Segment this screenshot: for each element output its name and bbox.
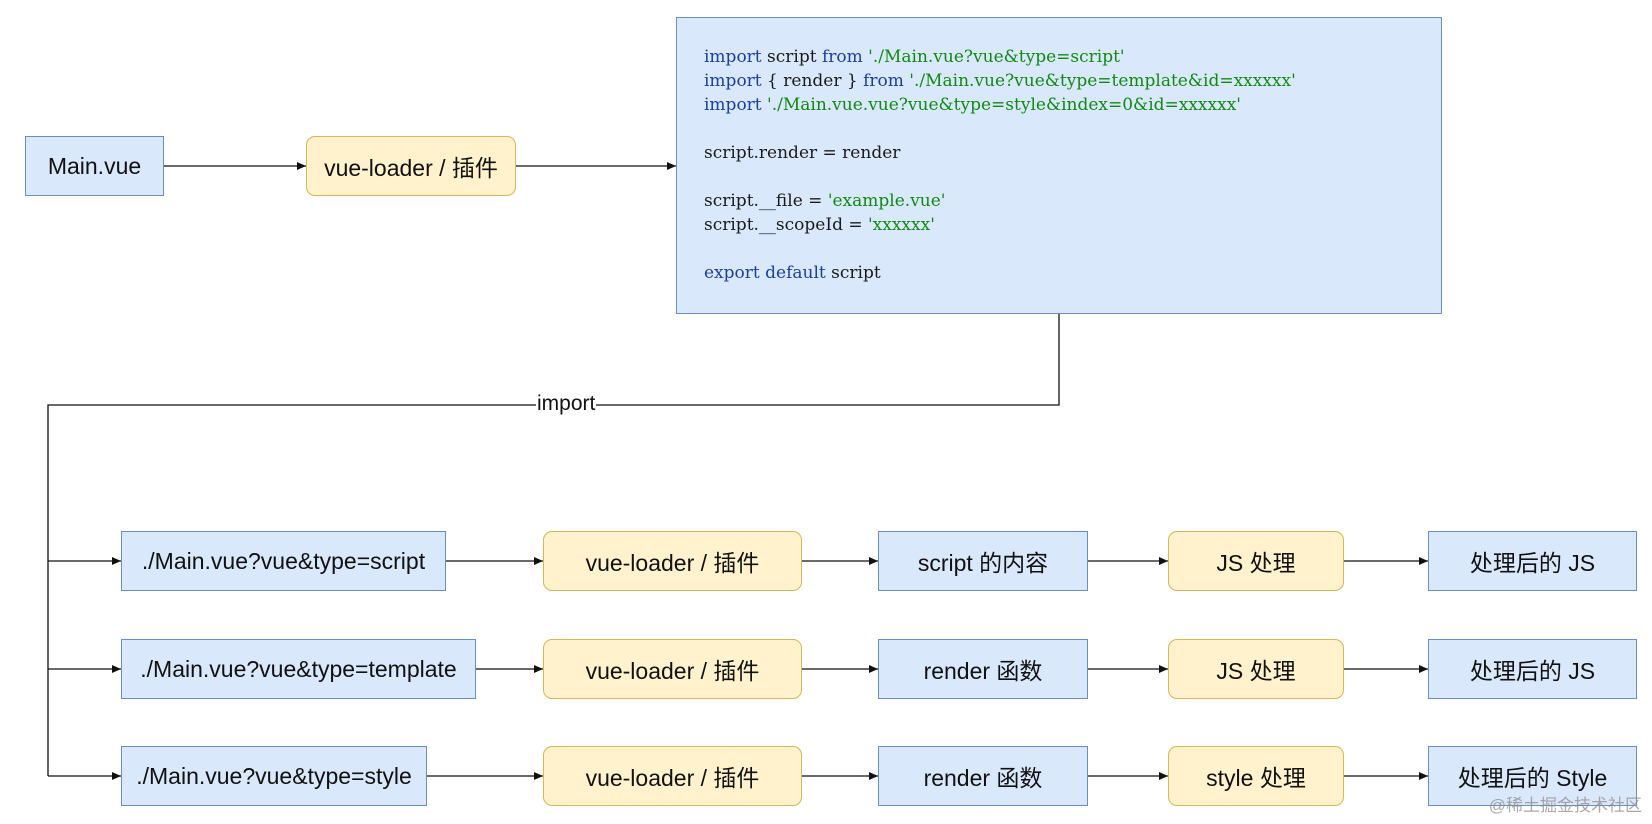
- code-keyword: from: [821, 47, 863, 67]
- code-keyword: import: [704, 71, 762, 91]
- code-text: script.render = render: [704, 143, 901, 163]
- code-keyword: import: [704, 47, 762, 67]
- code-text: script.__scopeId =: [704, 215, 868, 235]
- watermark: @稀土掘金技术社区: [1488, 796, 1642, 815]
- code-string: './Main.vue?vue&type=script': [862, 47, 1125, 67]
- style-process-node: style 处理: [1168, 746, 1344, 806]
- processed-js-node-2: 处理后的 JS: [1428, 639, 1637, 699]
- render-function-node-2: render 函数: [878, 746, 1088, 806]
- code-keyword: from: [863, 71, 904, 91]
- code-string: './Main.vue.vue?vue&type=style&index=0&i…: [761, 95, 1241, 115]
- template-request-node: ./Main.vue?vue&type=template: [121, 639, 476, 699]
- code-line: import script from './Main.vue?vue&type=…: [704, 45, 1441, 69]
- code-text: script: [825, 263, 881, 283]
- main-vue-node: Main.vue: [25, 136, 164, 196]
- script-request-node: ./Main.vue?vue&type=script: [121, 531, 446, 591]
- code-line: script.__scopeId = 'xxxxxx': [704, 213, 1441, 237]
- import-edge-label: import: [536, 392, 597, 416]
- script-content-node: script 的内容: [878, 531, 1088, 591]
- code-string: 'xxxxxx': [868, 215, 935, 235]
- processed-js-node-1: 处理后的 JS: [1428, 531, 1637, 591]
- code-line: export default script: [704, 261, 1441, 285]
- vue-loader-node-template: vue-loader / 插件: [543, 639, 802, 699]
- code-line: [704, 165, 1441, 189]
- code-keyword: import: [704, 95, 762, 115]
- code-line: script.render = render: [704, 141, 1441, 165]
- code-keyword: default: [765, 263, 826, 283]
- render-function-node-1: render 函数: [878, 639, 1088, 699]
- code-line: import { render } from './Main.vue?vue&t…: [704, 69, 1441, 93]
- style-request-node: ./Main.vue?vue&type=style: [121, 746, 427, 806]
- js-process-node-2: JS 处理: [1168, 639, 1344, 699]
- code-text: script.__file =: [704, 191, 828, 211]
- js-process-node-1: JS 处理: [1168, 531, 1344, 591]
- code-line: script.__file = 'example.vue': [704, 189, 1441, 213]
- code-line: [704, 237, 1441, 261]
- code-string: 'example.vue': [827, 191, 946, 211]
- vue-loader-node-style: vue-loader / 插件: [543, 746, 802, 806]
- vue-loader-node-top: vue-loader / 插件: [306, 136, 516, 196]
- compiled-code-block: import script from './Main.vue?vue&type=…: [676, 17, 1442, 314]
- code-line: import './Main.vue.vue?vue&type=style&in…: [704, 93, 1441, 117]
- code-text: { render }: [761, 71, 864, 91]
- code-keyword: export: [704, 263, 760, 283]
- vue-loader-node-script: vue-loader / 插件: [543, 531, 802, 591]
- processed-style-node: 处理后的 Style: [1428, 746, 1637, 806]
- code-line: [704, 117, 1441, 141]
- code-text: script: [761, 47, 822, 67]
- code-string: './Main.vue?vue&type=template&id=xxxxxx': [903, 71, 1296, 91]
